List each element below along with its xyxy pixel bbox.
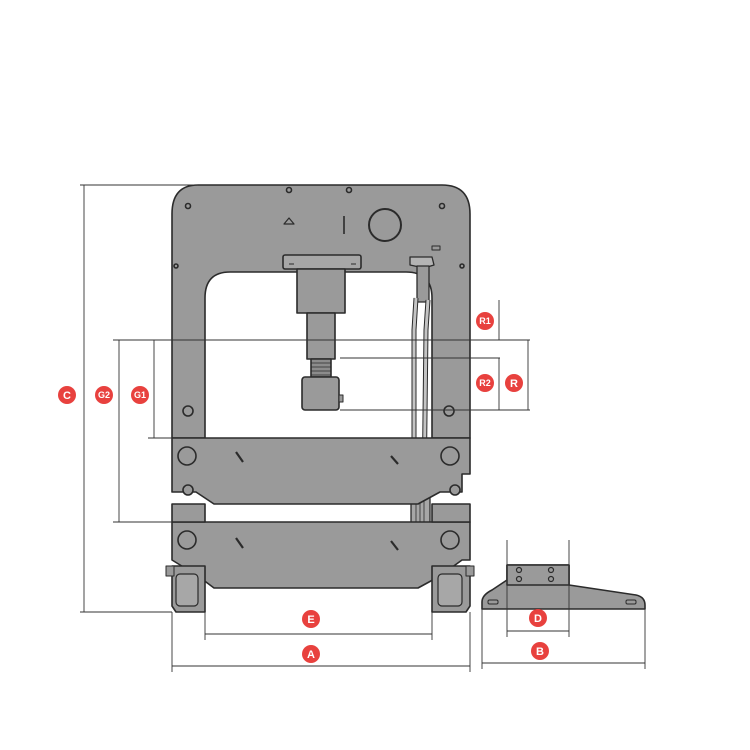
badge-g2: G2 (95, 386, 113, 404)
side-mount-plate (506, 564, 570, 586)
frame-hole (459, 263, 465, 269)
badge-g1-label: G1 (134, 390, 146, 400)
pillar-hole (443, 405, 455, 417)
bolster-hole (182, 484, 194, 496)
cylinder-mount-plate (282, 254, 362, 270)
badge-r1: R1 (476, 312, 494, 330)
left-foot-pad (175, 573, 199, 607)
ram-pin (338, 394, 344, 403)
badge-c-label: C (63, 390, 71, 402)
ram-head (301, 376, 340, 411)
badge-g1: G1 (131, 386, 149, 404)
cylinder-body (296, 268, 346, 314)
badge-d-label: D (534, 613, 542, 625)
frame-tag (431, 245, 441, 251)
upper-bolster (171, 437, 471, 505)
badge-b: B (531, 642, 549, 660)
badge-a: A (302, 645, 320, 663)
bolster-hole (449, 484, 461, 496)
right-foot-pad (437, 573, 463, 607)
side-slot (625, 599, 637, 605)
side-bolt-hole (547, 575, 555, 583)
lower-bolster (171, 521, 471, 589)
bolster-hole (177, 530, 197, 550)
frame-hole (438, 202, 446, 210)
press-frame (171, 184, 471, 439)
badge-g2-label: G2 (98, 390, 110, 400)
foot-bracket (465, 565, 475, 577)
dimension-badges: C G2 G1 R1 R2 R E A (58, 312, 549, 663)
bolster-slot (390, 455, 399, 465)
pump-barrel (416, 265, 430, 303)
side-slot (487, 599, 499, 605)
side-bolt-hole (515, 566, 523, 574)
badge-r: R (505, 374, 523, 392)
badge-a-label: A (307, 649, 315, 661)
badge-r1-label: R1 (479, 316, 491, 326)
frame-mark (283, 217, 295, 225)
badge-e-label: E (307, 614, 314, 626)
badge-r2: R2 (476, 374, 494, 392)
badge-r-label: R (510, 378, 518, 390)
frame-hole (285, 186, 293, 194)
pressure-gauge (368, 208, 402, 242)
frame-hole (345, 186, 353, 194)
pillar-hole (182, 405, 194, 417)
frame-hole (173, 263, 179, 269)
rod-thread (310, 358, 332, 378)
dimension-lines (80, 184, 646, 672)
bolster-hole (440, 446, 460, 466)
frame-hole (184, 202, 192, 210)
piston-rod (306, 312, 336, 360)
badge-b-label: B (536, 646, 544, 658)
badge-e: E (302, 610, 320, 628)
foot-bracket (165, 565, 175, 577)
side-bolt-hole (547, 566, 555, 574)
badge-r2-label: R2 (479, 378, 491, 388)
bolster-slot (235, 451, 244, 463)
press-front-view (165, 184, 475, 613)
bolster-slot (235, 537, 244, 549)
press-side-view (481, 564, 646, 610)
bolster-hole (440, 530, 460, 550)
right-pillar-lower (431, 503, 471, 523)
bolster-slot (390, 540, 399, 551)
badge-d: D (529, 609, 547, 627)
left-pillar-lower (171, 503, 206, 523)
bolster-hole (177, 446, 197, 466)
side-bolt-hole (515, 575, 523, 583)
badge-c: C (58, 386, 76, 404)
